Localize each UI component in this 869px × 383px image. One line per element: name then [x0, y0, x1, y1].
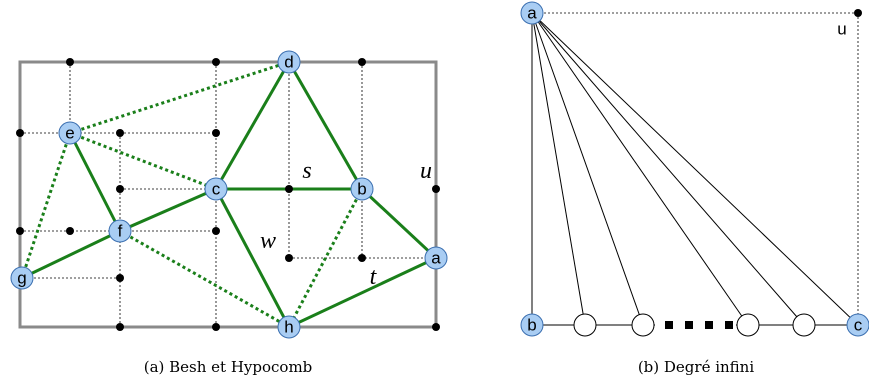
- node-e: e: [58, 121, 82, 145]
- node-a-right: a: [520, 1, 544, 25]
- ellipsis-dots: [665, 321, 733, 329]
- label-t: t: [370, 264, 378, 290]
- fan-edges: [531, 12, 859, 326]
- label-u: u: [420, 158, 432, 184]
- node-b-right: b: [520, 313, 544, 337]
- svg-text:e: e: [65, 124, 74, 143]
- node-b: b: [350, 177, 374, 201]
- svg-text:c: c: [212, 180, 221, 199]
- solid-green-edges: [21, 61, 438, 329]
- node-d: d: [277, 50, 301, 74]
- label-s: s: [302, 158, 311, 184]
- rectangle-frame: [18, 60, 438, 329]
- dotted-green-edges: [20, 60, 364, 329]
- svg-text:a: a: [431, 249, 441, 268]
- diagram-degre-infini: u a b c (b) Degré infini: [520, 1, 869, 376]
- svg-text:g: g: [17, 269, 26, 288]
- caption-a: (a) Besh et Hypocomb: [144, 358, 313, 376]
- label-w: w: [260, 228, 276, 254]
- node-c: c: [204, 177, 228, 201]
- caption-b: (b) Degré infini: [638, 358, 755, 376]
- svg-text:h: h: [284, 318, 293, 337]
- svg-text:a: a: [527, 4, 537, 23]
- svg-text:b: b: [527, 316, 536, 335]
- node-g: g: [10, 266, 34, 290]
- corner-point-u: [854, 9, 862, 17]
- node-c-right: c: [846, 313, 869, 337]
- path-nodes: [573, 313, 816, 337]
- node-h: h: [277, 315, 301, 339]
- label-u-right: u: [837, 20, 846, 39]
- node-a: a: [424, 246, 448, 270]
- svg-text:c: c: [854, 316, 863, 335]
- diagram-besh-hypocomb: d e c b f g h a s u: [10, 50, 448, 376]
- node-f: f: [108, 219, 132, 243]
- dotted-corner-lines: [532, 12, 859, 325]
- svg-text:f: f: [118, 222, 123, 241]
- svg-text:b: b: [357, 180, 366, 199]
- svg-text:d: d: [284, 53, 293, 72]
- grid-points: [16, 58, 440, 331]
